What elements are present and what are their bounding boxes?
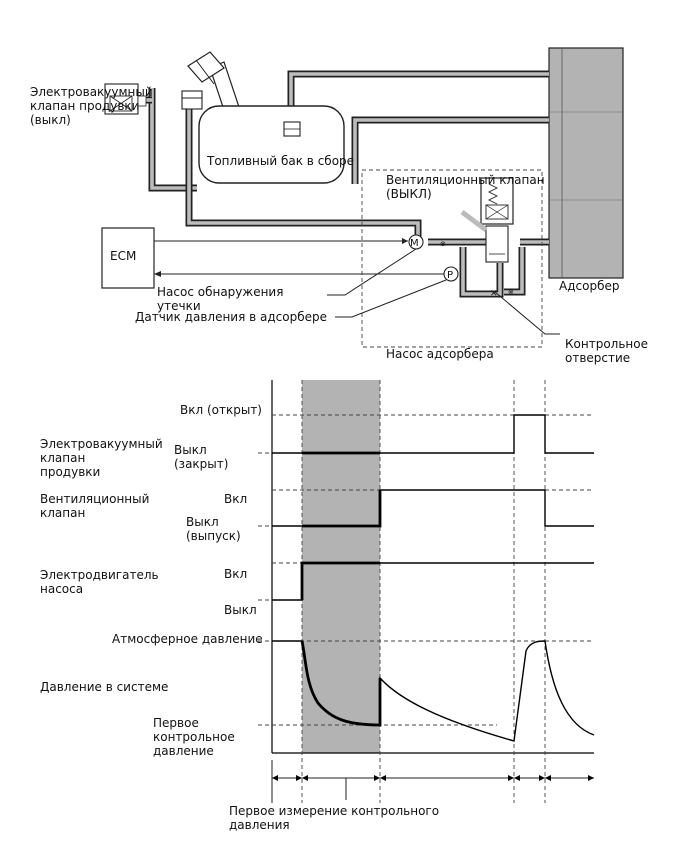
svg-text:⊗: ⊗: [508, 288, 514, 296]
purge-on-label: Вкл (открыт): [180, 403, 262, 417]
vapor-hoses: [137, 70, 549, 298]
bottom-note-2: давления: [229, 818, 290, 832]
orifice-label-1: Контрольное: [565, 337, 648, 351]
motor-name-1: Электродвигатель: [40, 568, 159, 582]
motor-name-2: насоса: [40, 582, 83, 596]
canister: [548, 47, 624, 279]
first-ref-2: контрольное: [153, 730, 235, 744]
orifice-label-2: отверстие: [565, 351, 630, 365]
purge-name-2: клапан: [40, 451, 85, 465]
pressure-sensor-label: Датчик давления в адсорбере: [135, 310, 327, 324]
vent-off-1: Выкл: [186, 515, 219, 529]
leak-pump-label-2: утечки: [157, 299, 201, 313]
vent-valve-label-1: Вентиляционный клапан: [386, 173, 545, 187]
purge-name-3: продувки: [40, 465, 100, 479]
vent-name-2: клапан: [40, 506, 85, 520]
purge-off-1: Выкл: [174, 443, 207, 457]
leader-lines: [327, 248, 560, 335]
vent-on-label: Вкл: [224, 492, 247, 506]
purge-valve-label-3: (выкл): [30, 113, 71, 127]
motor-symbol: M: [410, 238, 419, 249]
svg-text:⊗: ⊗: [440, 240, 446, 248]
first-ref-1: Первое: [153, 716, 199, 730]
ecm-box: ECM: [101, 227, 155, 289]
motor-off-label: Выкл: [224, 603, 257, 617]
canister-pump-module: M P ⊗ ⊗ ✕: [361, 169, 543, 348]
ecm-signal-lines: [154, 238, 444, 277]
svg-text:✕: ✕: [490, 289, 498, 299]
ecm-label: ECM: [110, 249, 136, 263]
purge-name-1: Электровакуумный: [40, 437, 163, 451]
purge-vsv-signal: [272, 414, 594, 454]
atm-pressure-label: Атмосферное давление: [112, 632, 263, 646]
pressure-symbol: P: [447, 270, 453, 281]
canister-pump-label: Насос адсорбера: [386, 347, 494, 361]
first-ref-3: давление: [153, 744, 214, 758]
motor-on-label: Вкл: [224, 567, 247, 581]
fuel-tank-label: Топливный бак в сборе: [206, 154, 354, 168]
evap-schematic: Топливный бак в сборе ECM M P: [30, 47, 648, 365]
first-measurement-band: [302, 380, 380, 753]
purge-off-2: (закрыт): [174, 457, 228, 471]
interval-arrows: [271, 760, 594, 803]
vent-off-2: (выпуск): [186, 529, 241, 543]
purge-vsv: [104, 83, 147, 115]
system-pressure-label: Давление в системе: [40, 680, 168, 694]
vent-name-1: Вентиляционный: [40, 492, 149, 506]
purge-valve-label-2: клапан продувки: [30, 99, 139, 113]
timing-chart: Вкл (открыт) Электровакуумный клапан про…: [40, 380, 595, 832]
fuel-tank: Топливный бак в сборе: [198, 105, 354, 184]
bottom-note-1: Первое измерение контрольного: [229, 804, 439, 818]
leak-pump-label-1: Насос обнаружения: [157, 285, 283, 299]
purge-valve-label-1: Электровакуумный: [30, 85, 153, 99]
vent-valve-label-2: (ВЫКЛ): [386, 187, 432, 201]
canister-label: Адсорбер: [559, 279, 619, 293]
